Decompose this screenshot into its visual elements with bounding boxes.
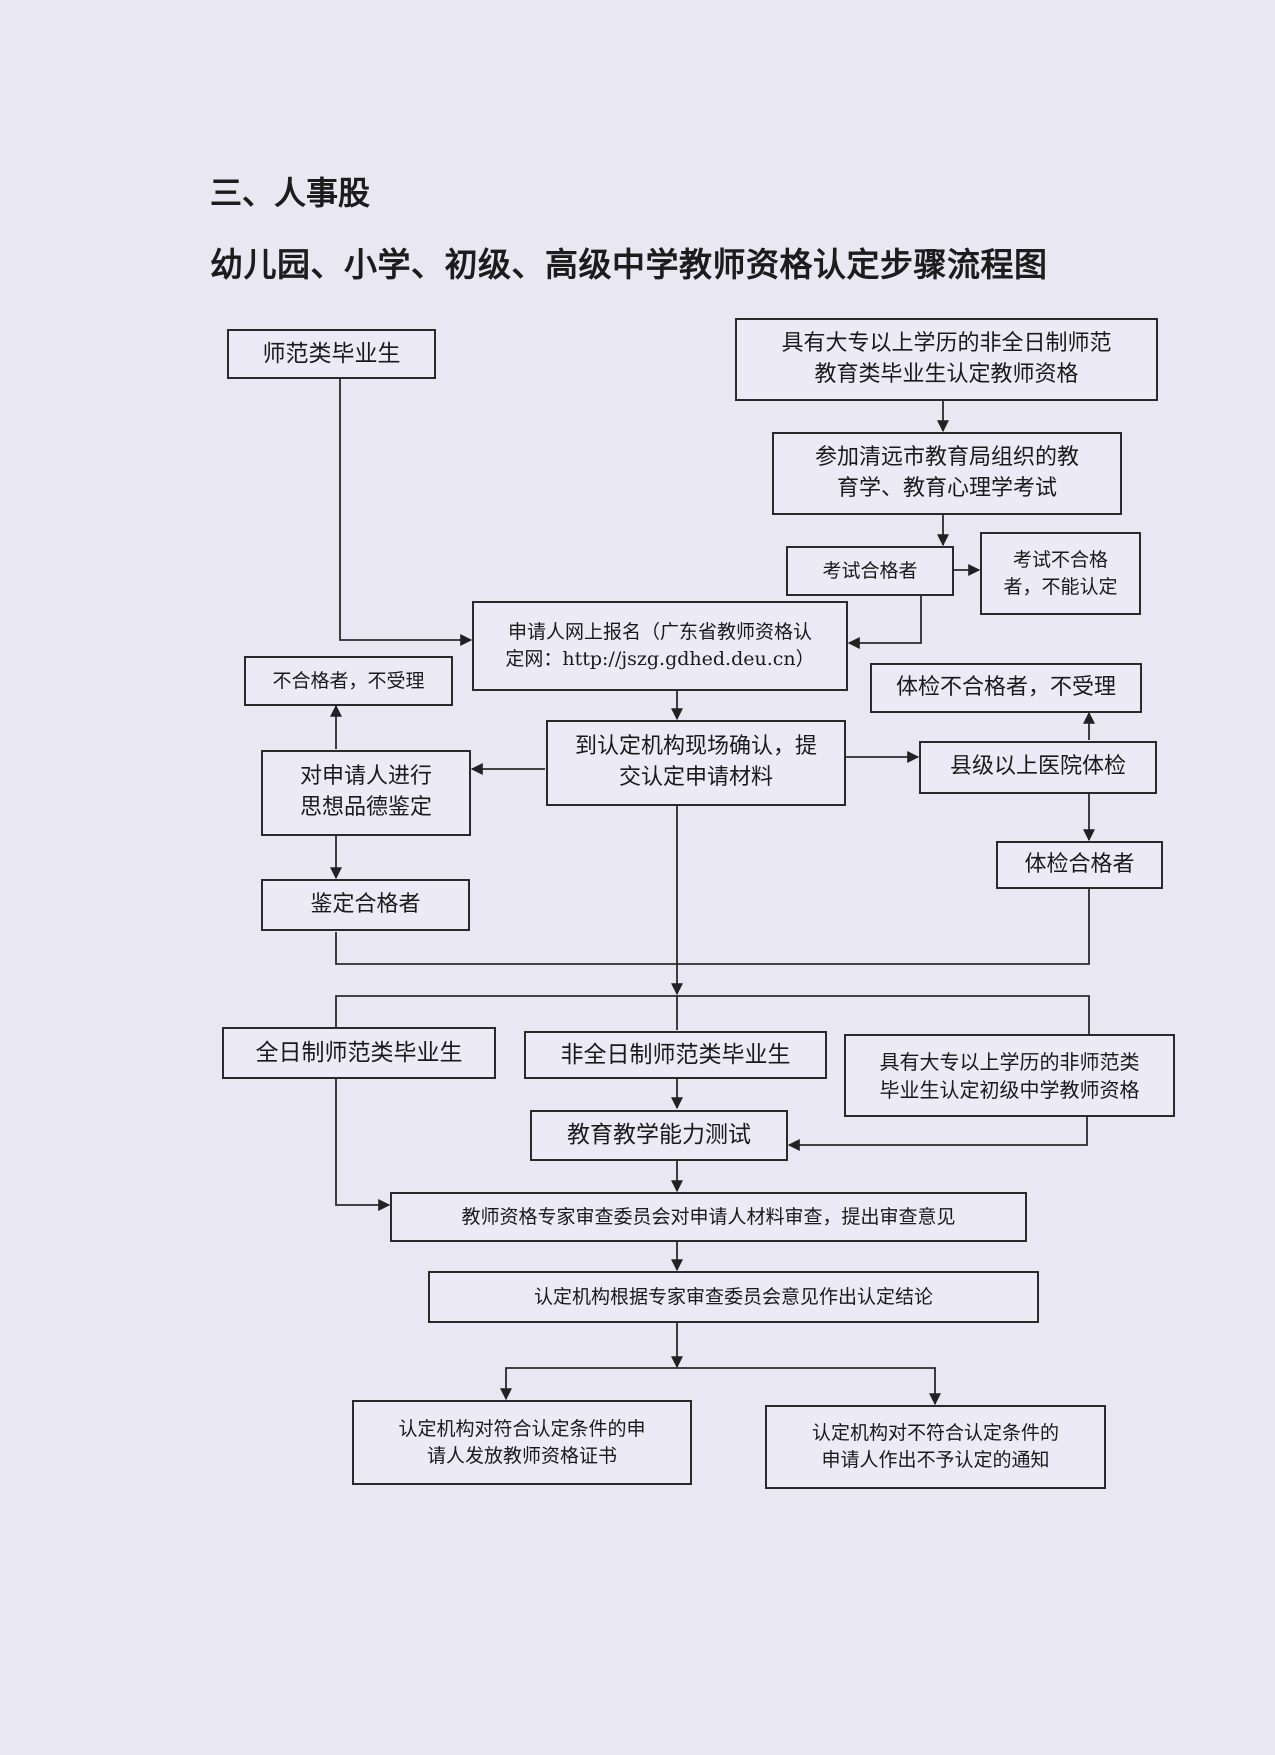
node-non-normal-junior: 具有大专以上学历的非师范类 毕业生认定初级中学教师资格 <box>844 1034 1175 1117</box>
node-exam-pass: 考试合格者 <box>786 546 954 596</box>
node-normal-graduates: 师范类毕业生 <box>227 329 436 379</box>
diagram-title: 幼儿园、小学、初级、高级中学教师资格认定步骤流程图 <box>210 245 1048 284</box>
node-parttime-normal: 非全日制师范类毕业生 <box>524 1031 827 1079</box>
node-conduct-reject: 不合格者，不受理 <box>244 656 453 706</box>
node-hospital-exam: 县级以上医院体检 <box>919 741 1157 794</box>
node-teaching-test: 教育教学能力测试 <box>530 1110 788 1161</box>
node-onsite-confirmation: 到认定机构现场确认，提 交认定申请材料 <box>546 720 846 806</box>
arrow-normal-to-online <box>339 378 473 646</box>
node-conduct-review: 对申请人进行 思想品德鉴定 <box>261 750 471 836</box>
arrow-to-notify <box>677 1367 941 1406</box>
node-pedagogy-exam: 参加清远市教育局组织的教 育学、教育心理学考试 <box>772 432 1122 515</box>
node-health-pass: 体检合格者 <box>996 841 1163 889</box>
node-parttime-graduates: 具有大专以上学历的非全日制师范 教育类毕业生认定教师资格 <box>735 318 1158 401</box>
node-health-reject: 体检不合格者，不受理 <box>870 663 1142 713</box>
merge-line <box>335 888 1090 965</box>
node-conclusion: 认定机构根据专家审查委员会意见作出认定结论 <box>428 1271 1039 1323</box>
section-title: 三、人事股 <box>210 174 371 212</box>
arrow-to-issue <box>500 1367 677 1401</box>
node-expert-review: 教师资格专家审查委员会对申请人材料审查，提出审查意见 <box>390 1192 1027 1242</box>
arrow-fulltime-to-expert <box>335 1078 391 1211</box>
node-exam-fail: 考试不合格 者，不能认定 <box>980 532 1141 615</box>
node-issue-certificate: 认定机构对符合认定条件的申 请人发放教师资格证书 <box>352 1400 692 1485</box>
split-line <box>335 995 1090 1034</box>
node-online-registration: 申请人网上报名（广东省教师资格认 定网：http://jszg.gdhed.de… <box>472 601 848 691</box>
arrow-nonnormal-to-test <box>787 1116 1088 1151</box>
arrow-pass-to-online <box>847 596 922 649</box>
node-fulltime-normal: 全日制师范类毕业生 <box>222 1027 496 1079</box>
node-reject-notice: 认定机构对不符合认定条件的 申请人作出不予认定的通知 <box>765 1405 1106 1489</box>
node-conduct-pass: 鉴定合格者 <box>261 879 470 931</box>
